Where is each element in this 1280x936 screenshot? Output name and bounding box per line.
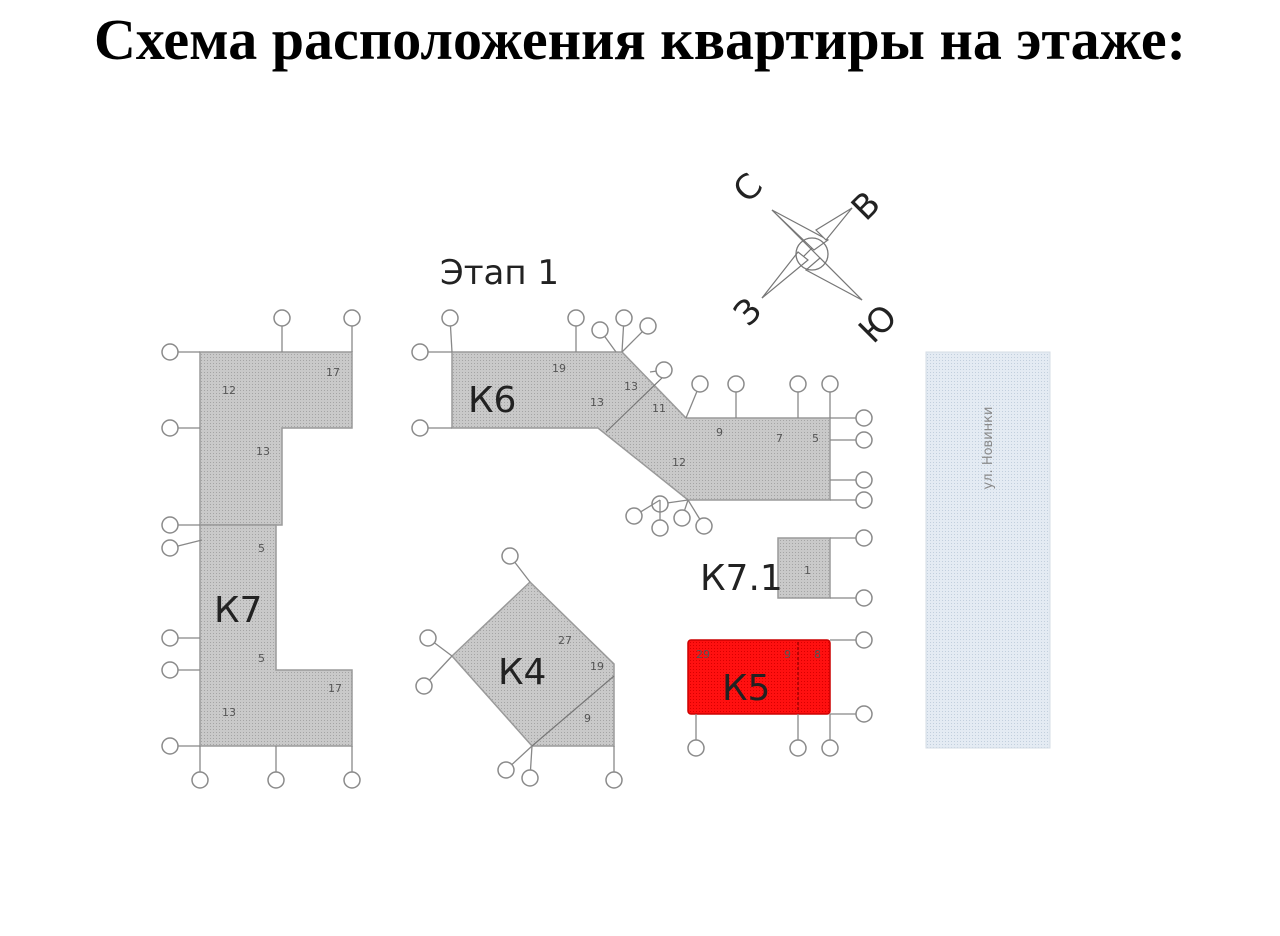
entrance-marker bbox=[625, 507, 643, 525]
entrance-marker bbox=[161, 343, 179, 361]
entrance-marker bbox=[411, 419, 429, 437]
floor-count: 13 bbox=[590, 396, 604, 409]
entrance-marker bbox=[521, 769, 539, 787]
entrance-marker bbox=[161, 661, 179, 679]
compass-north-label: С bbox=[726, 166, 771, 211]
building-k7-1-name: К7.1 bbox=[700, 558, 783, 599]
entrance-marker bbox=[161, 737, 179, 755]
entrance-marker bbox=[655, 361, 673, 379]
building-k7-name: К7 bbox=[214, 590, 262, 631]
entrance-marker bbox=[855, 431, 873, 449]
building-k4: К4 27 19 9 bbox=[450, 580, 615, 747]
entrance-marker bbox=[191, 771, 209, 789]
floor-count: 11 bbox=[652, 402, 666, 415]
entrance-marker bbox=[615, 309, 633, 327]
entrance-marker bbox=[161, 419, 179, 437]
entrance-marker bbox=[343, 771, 361, 789]
entrance-marker bbox=[411, 343, 429, 361]
floor-count: 8 bbox=[814, 648, 821, 661]
entrance-marker bbox=[695, 517, 713, 535]
stage-label: Этап 1 bbox=[440, 253, 559, 293]
floor-count: 17 bbox=[328, 682, 342, 695]
entrance-marker bbox=[855, 529, 873, 547]
entrance-marker bbox=[267, 771, 285, 789]
street-label: ул. Новинки bbox=[981, 407, 996, 490]
building-k5: К5 29 9 8 bbox=[687, 639, 831, 715]
page-title: Схема расположения квартиры на этаже: bbox=[93, 7, 1186, 72]
entrance-marker bbox=[567, 309, 585, 327]
entrance-marker bbox=[673, 509, 691, 527]
floor-count: 5 bbox=[258, 542, 265, 555]
floor-count: 1 bbox=[804, 564, 811, 577]
entrance-marker bbox=[501, 547, 519, 565]
floor-count: 19 bbox=[552, 362, 566, 375]
entrance-marker bbox=[419, 629, 437, 647]
floor-count: 5 bbox=[812, 432, 819, 445]
building-k6: К6 19 13 13 11 12 9 7 5 bbox=[451, 351, 831, 501]
building-k6-name: К6 bbox=[468, 380, 516, 421]
compass-rose: С В Ю З bbox=[726, 166, 906, 352]
building-k5-name: К5 bbox=[722, 668, 770, 709]
floor-count: 27 bbox=[558, 634, 572, 647]
entrance-marker bbox=[727, 375, 745, 393]
floor-count: 9 bbox=[716, 426, 723, 439]
entrance-marker bbox=[855, 471, 873, 489]
entrance-marker bbox=[855, 409, 873, 427]
floor-count: 9 bbox=[784, 648, 791, 661]
entrance-marker bbox=[639, 317, 657, 335]
compass-south-label: Ю bbox=[851, 297, 905, 351]
floor-count: 9 bbox=[584, 712, 591, 725]
entrance-marker bbox=[821, 375, 839, 393]
entrance-marker bbox=[343, 309, 361, 327]
entrance-marker bbox=[789, 739, 807, 757]
entrance-marker bbox=[161, 539, 179, 557]
floor-count: 12 bbox=[222, 384, 236, 397]
floor-count: 12 bbox=[672, 456, 686, 469]
floor-count: 13 bbox=[256, 445, 270, 458]
entrance-marker bbox=[605, 771, 623, 789]
entrance-marker bbox=[441, 309, 459, 327]
floor-count: 5 bbox=[258, 652, 265, 665]
building-k4-name: К4 bbox=[498, 652, 546, 693]
entrance-marker bbox=[789, 375, 807, 393]
building-k7: К7 17 12 13 5 5 17 13 bbox=[199, 351, 353, 747]
entrance-marker bbox=[161, 516, 179, 534]
floor-count: 13 bbox=[624, 380, 638, 393]
floor-count: 19 bbox=[590, 660, 604, 673]
entrance-marker bbox=[161, 629, 179, 647]
compass-east-label: В bbox=[844, 184, 889, 229]
entrance-marker bbox=[855, 631, 873, 649]
entrance-marker bbox=[415, 677, 433, 695]
entrance-marker bbox=[591, 321, 609, 339]
entrance-markers bbox=[161, 309, 873, 789]
entrance-marker bbox=[273, 309, 291, 327]
entrance-marker bbox=[497, 761, 515, 779]
floor-count: 13 bbox=[222, 706, 236, 719]
building-k7-1: К7.1 1 bbox=[700, 537, 831, 599]
entrance-marker bbox=[855, 491, 873, 509]
floor-count: 17 bbox=[326, 366, 340, 379]
street-strip: ул. Новинки bbox=[925, 351, 1051, 749]
entrance-marker bbox=[687, 739, 705, 757]
entrance-marker bbox=[821, 739, 839, 757]
entrance-marker bbox=[691, 375, 709, 393]
entrance-marker bbox=[651, 519, 669, 537]
floor-count: 29 bbox=[696, 648, 710, 661]
entrance-marker bbox=[855, 589, 873, 607]
entrance-marker bbox=[855, 705, 873, 723]
floor-count: 7 bbox=[776, 432, 783, 445]
